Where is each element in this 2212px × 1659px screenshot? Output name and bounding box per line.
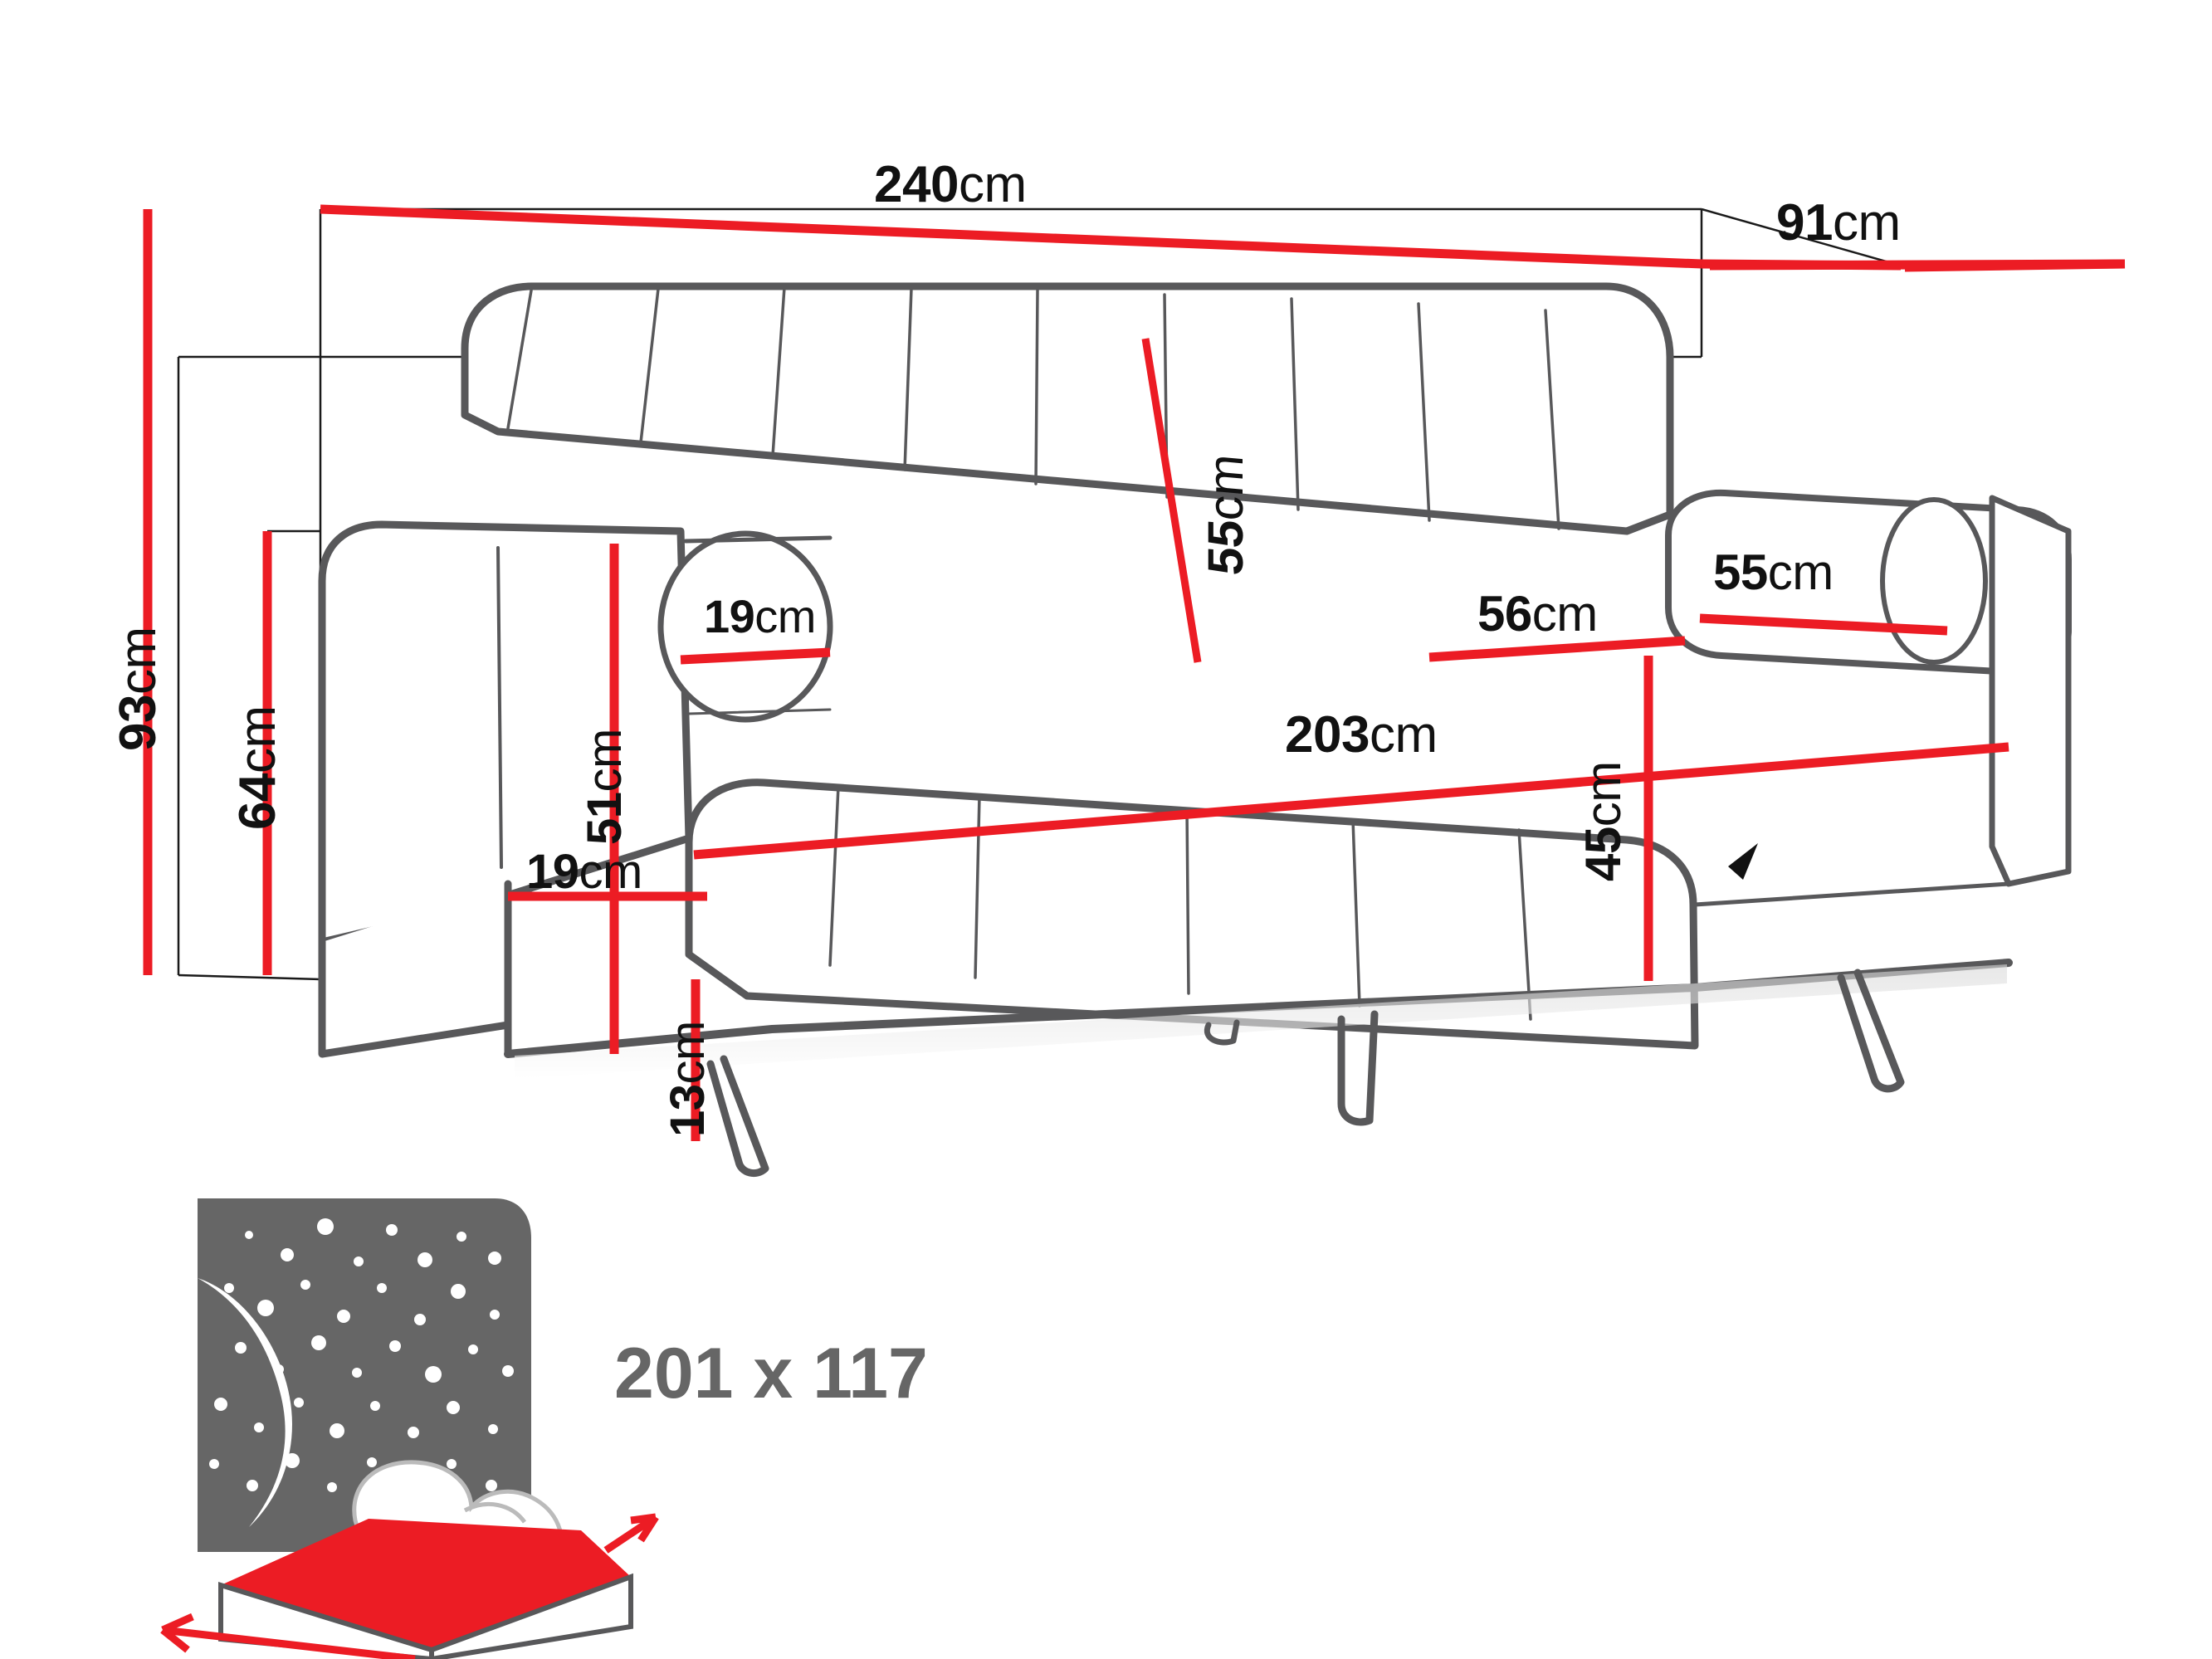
dimension-label-armrest-width: 19cm (526, 848, 642, 896)
dimension-value: 93 (110, 695, 167, 751)
dimension-value: 51 (578, 792, 632, 845)
dimension-value: 55 (1198, 517, 1253, 578)
dimension-label-seat-height: 45cm (1575, 761, 1631, 881)
dimension-unit: cm (229, 705, 286, 774)
dimension-value: 55 (1713, 544, 1768, 600)
dimension-unit: cm (1369, 706, 1438, 764)
sofa-outline (318, 282, 2072, 1178)
dimension-label-overall-width: 240cm (874, 159, 1027, 211)
dimension-label-overall-height: 93cm (110, 627, 167, 751)
sleeping-area-icon (160, 1198, 659, 1659)
dimension-value: 91 (1776, 194, 1833, 251)
dimension-unit: cm (1832, 194, 1901, 251)
backrest-seams (506, 285, 1560, 530)
dimension-value: 64 (229, 773, 286, 830)
dimension-unit: cm (1531, 586, 1598, 642)
dimension-unit: cm (110, 627, 167, 695)
dimension-label-base-clearance: 13cm (661, 1021, 715, 1137)
dimension-value: 45 (1575, 827, 1631, 881)
dimension-value: 240 (874, 156, 959, 213)
sleeping-area-size-label: 201 x 117 (614, 1334, 928, 1413)
dimension-lines (143, 204, 2126, 1141)
dimension-unit: cm (958, 156, 1027, 213)
dimension-label-bolster-diameter: 19cm (704, 593, 816, 640)
dimension-unit: cm (1198, 451, 1253, 523)
stars-icon (209, 1218, 514, 1496)
dimension-label-overall-depth: 91cm (1776, 198, 1901, 249)
dimension-value: 19 (704, 590, 755, 642)
dimension-unit: cm (578, 729, 632, 793)
dimension-label-armrest-height: 51cm (578, 729, 632, 845)
dimension-label-bolster-length: 55cm (1713, 548, 1834, 598)
dimension-label-backrest-height: 64cm (229, 705, 286, 830)
dimension-arrowheads (1728, 843, 1758, 880)
mattress-top (221, 1519, 631, 1650)
dimension-unit: cm (1767, 544, 1834, 600)
right-leg (1837, 969, 1905, 1093)
dimension-unit: cm (1575, 761, 1631, 827)
dimension-unit: cm (579, 845, 643, 899)
dimension-value: 19 (526, 845, 579, 899)
center-leg (1337, 1010, 1379, 1126)
dimension-value: 56 (1477, 586, 1532, 642)
dimension-label-seat-width: 203cm (1285, 710, 1438, 761)
dimension-label-seat-depth: 56cm (1477, 589, 1598, 639)
dimension-unit: cm (754, 590, 816, 642)
base-tab (1204, 1019, 1240, 1046)
seat-seams (828, 784, 1532, 1021)
mattress-dimension-arrows (160, 1513, 659, 1659)
left-leg (706, 1055, 769, 1178)
dimension-unit: cm (661, 1021, 715, 1085)
dimension-label-backrest-cushion: 55cm (1198, 451, 1253, 578)
dimension-value: 203 (1285, 706, 1370, 764)
dimension-value: 13 (661, 1084, 715, 1137)
